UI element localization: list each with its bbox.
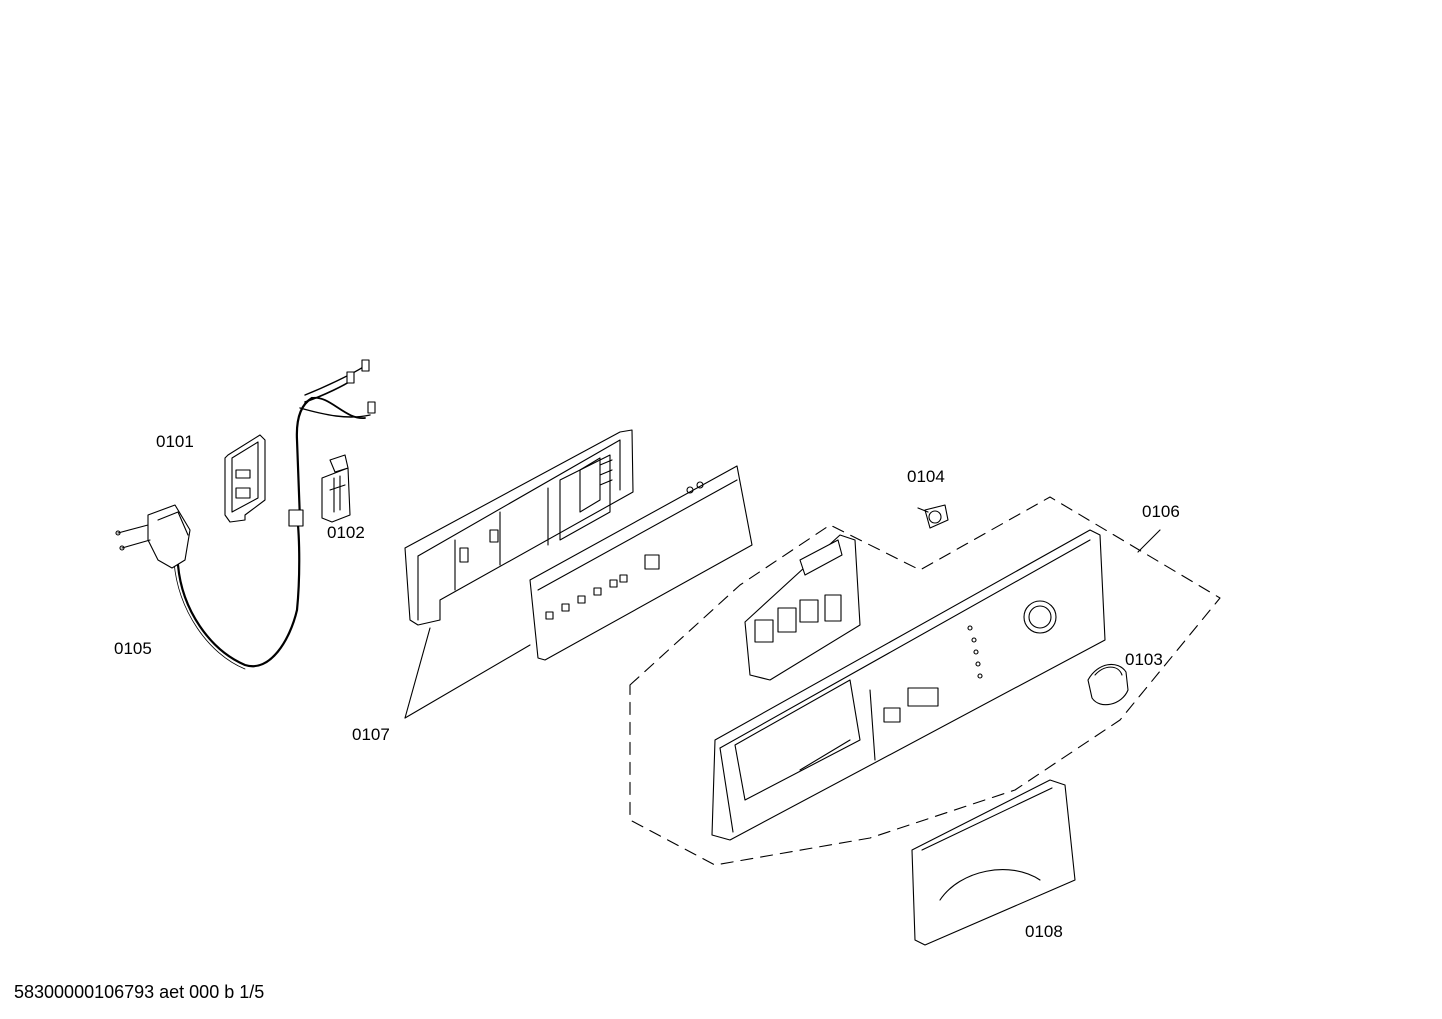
label-0106: 0106 [1142,502,1180,521]
filter-0102 [322,455,350,522]
label-0105: 0105 [114,639,152,658]
leader-0107-b [405,645,530,718]
control-pcb-0107 [530,466,752,660]
label-0101: 0101 [156,432,194,451]
label-0104: 0104 [907,467,945,486]
label-0103: 0103 [1125,650,1163,669]
label-0107: 0107 [352,725,390,744]
carrier-frame-0107 [405,430,633,625]
leader-0106 [1138,530,1160,552]
label-0102: 0102 [327,523,365,542]
dispenser-door-0108 [912,780,1075,945]
knob-stem-0104 [918,505,948,528]
assembly-boundary-0106 [630,497,1220,865]
bracket-0101 [225,435,265,522]
drawing-code: 58300000106793 aet 000 b 1/5 [14,982,265,1002]
power-cord-0105 [116,360,375,669]
control-panel-0106 [712,530,1105,840]
label-0108: 0108 [1025,922,1063,941]
leader-0107-a [405,628,430,718]
switch-module [745,535,860,680]
knob-0103 [1088,664,1128,704]
